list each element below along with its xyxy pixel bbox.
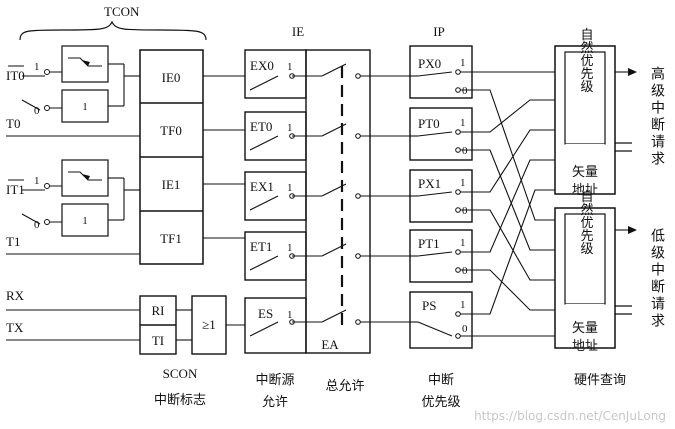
flag-to-ie-lines bbox=[203, 75, 245, 239]
low-request-arrow bbox=[615, 226, 642, 319]
tcon-label: TCON bbox=[104, 4, 140, 19]
watermark: https://blog.csdn.net/CenJuLong bbox=[474, 409, 666, 423]
high-vector-line2: 地址 bbox=[572, 183, 598, 198]
ie-pos-et1: 1 bbox=[287, 242, 293, 254]
scon-boxes bbox=[139, 295, 245, 355]
int0-selector bbox=[21, 45, 140, 123]
tcon-flag-tf0: TF0 bbox=[160, 123, 182, 138]
ie-source-et0: ET0 bbox=[250, 119, 272, 134]
low-priority-block bbox=[554, 207, 616, 349]
ip-bit-px0: PX0 bbox=[418, 56, 441, 71]
ea-switches bbox=[292, 63, 361, 330]
int0-gate-label: 1 bbox=[82, 101, 88, 113]
int0-pos-zero: 0 bbox=[34, 105, 40, 117]
scon-flag-ti: TI bbox=[152, 333, 164, 348]
ea-caption: 总允许 bbox=[325, 378, 364, 394]
ip-boxes bbox=[409, 45, 473, 349]
input-it0: IT0 bbox=[6, 68, 25, 83]
input-t1: T1 bbox=[6, 234, 20, 249]
ie-pos-ex1: 1 bbox=[287, 182, 293, 194]
high-vector-line1: 矢量 bbox=[572, 165, 598, 180]
ip-bit-px1: PX1 bbox=[418, 176, 441, 191]
int0-pos-one: 1 bbox=[34, 61, 40, 73]
ip-label: IP bbox=[433, 24, 445, 39]
ie-source-et1: ET1 bbox=[250, 239, 272, 254]
tcon-flag-ie0: IE0 bbox=[162, 70, 181, 85]
low-priority-text: 自然优先级 bbox=[578, 190, 594, 255]
high-request-arrow bbox=[615, 68, 642, 156]
ip-ps-pos-zero: 0 bbox=[462, 323, 468, 335]
ip-px1-pos-one: 1 bbox=[460, 177, 466, 189]
ip-px0-pos-zero: 0 bbox=[462, 85, 468, 97]
ie-boxes bbox=[244, 49, 307, 354]
int1-selector bbox=[21, 159, 140, 237]
tcon-brace bbox=[19, 20, 207, 41]
high-priority-text: 自然优先级 bbox=[578, 28, 594, 93]
ip-pt1-pos-zero: 0 bbox=[462, 265, 468, 277]
ip-pt0-pos-one: 1 bbox=[460, 117, 466, 129]
ip-caption-line1: 中断 bbox=[428, 373, 454, 388]
ie-label: IE bbox=[292, 24, 304, 39]
ip-switches bbox=[410, 69, 461, 339]
high-request-label: 高级中断请求 bbox=[649, 65, 665, 168]
ea-label: EA bbox=[321, 337, 339, 352]
ea-to-ip-lines bbox=[360, 75, 410, 323]
high-priority-block bbox=[554, 45, 616, 195]
input-rx: RX bbox=[6, 288, 25, 303]
ie-caption-line2: 允许 bbox=[262, 394, 288, 410]
ie-source-ex1: EX1 bbox=[250, 179, 274, 194]
priority-routing-lines bbox=[460, 71, 555, 337]
tcon-flag-ie1: IE1 bbox=[162, 177, 181, 192]
low-request-label: 低级中断请求 bbox=[649, 228, 665, 330]
ie-switches bbox=[249, 73, 295, 337]
scon-label: SCON bbox=[163, 366, 198, 381]
ip-bit-pt0: PT0 bbox=[418, 116, 440, 131]
tcon-flag-boxes bbox=[139, 49, 204, 265]
ie-pos-ex0: 1 bbox=[287, 61, 293, 73]
int1-pos-zero: 0 bbox=[34, 219, 40, 231]
ie-pos-es: 1 bbox=[287, 309, 293, 321]
input-it1: IT1 bbox=[6, 182, 25, 197]
int1-pos-one: 1 bbox=[34, 175, 40, 187]
tcon-flag-tf1: TF1 bbox=[160, 231, 182, 246]
low-vector-line1: 矢量 bbox=[572, 321, 598, 336]
scon-flag-ri: RI bbox=[152, 303, 165, 318]
input-tx: TX bbox=[6, 320, 24, 335]
or-gate-label: ≥1 bbox=[202, 317, 216, 332]
int1-gate-label: 1 bbox=[82, 215, 88, 227]
ie-caption-line1: 中断源 bbox=[255, 373, 294, 388]
low-vector-line2: 地址 bbox=[572, 339, 598, 354]
ip-bit-pt1: PT1 bbox=[418, 236, 440, 251]
ip-pt1-pos-one: 1 bbox=[460, 237, 466, 249]
input-t0: T0 bbox=[6, 116, 20, 131]
ip-bit-ps: PS bbox=[422, 298, 436, 313]
scon-caption: 中断标志 bbox=[154, 393, 206, 408]
ip-px0-pos-one: 1 bbox=[460, 57, 466, 69]
ip-caption-line2: 优先级 bbox=[421, 395, 460, 410]
ip-px1-pos-zero: 0 bbox=[462, 205, 468, 217]
ip-ps-pos-one: 1 bbox=[460, 299, 466, 311]
ie-source-es: ES bbox=[258, 306, 273, 321]
ie-pos-et0: 1 bbox=[287, 122, 293, 134]
ea-box bbox=[305, 49, 371, 354]
hw-query-caption: 硬件查询 bbox=[574, 373, 626, 388]
ip-pt0-pos-zero: 0 bbox=[462, 145, 468, 157]
ie-source-ex0: EX0 bbox=[250, 58, 274, 73]
